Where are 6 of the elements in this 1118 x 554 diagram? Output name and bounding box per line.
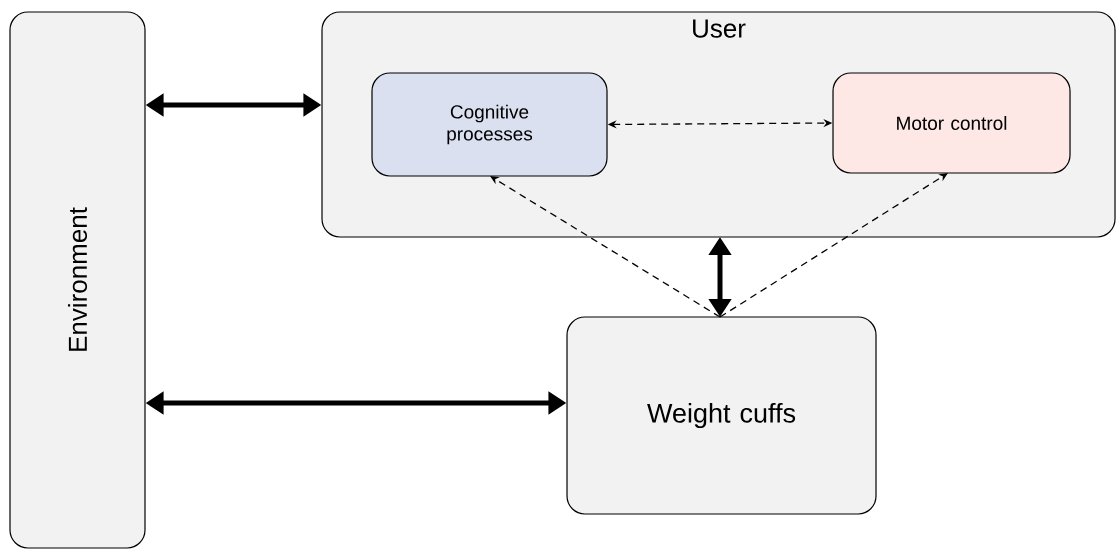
arrow bbox=[490, 176, 721, 318]
process-box: Cognitive processes bbox=[371, 72, 608, 177]
process-box: Motor control bbox=[832, 72, 1071, 174]
arrow bbox=[719, 173, 948, 318]
side-panel: Environment bbox=[9, 11, 146, 549]
process-box: Weight cuffs bbox=[566, 316, 877, 515]
